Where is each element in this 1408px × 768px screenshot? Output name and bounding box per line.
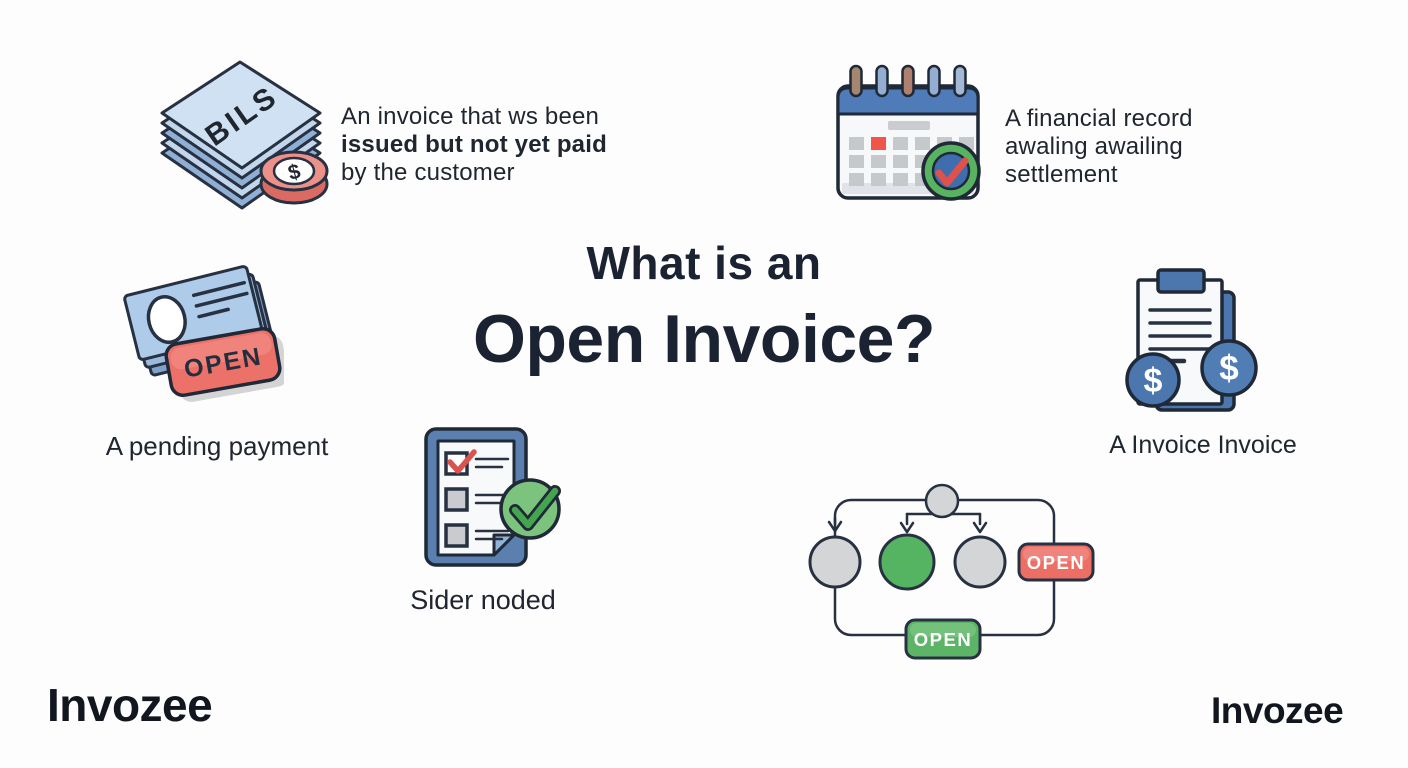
calendar-highlighted-day <box>871 137 886 150</box>
envelope-text-lines <box>191 280 249 319</box>
bills-sheets <box>160 60 322 210</box>
open-invoice-flow-diagram: OPEN OPEN <box>808 483 1095 660</box>
bills-stack-icon: BILS $ <box>160 60 329 210</box>
flow-node-left <box>808 535 862 589</box>
green-check-badge <box>499 478 561 540</box>
open-tag: OPEN <box>164 326 284 402</box>
check-mark <box>935 157 969 187</box>
dollar-coin-icon: $ <box>259 150 329 205</box>
arrowhead-left <box>827 520 843 533</box>
calendar-caption-line3: settlement <box>1005 161 1118 188</box>
calendar-caption: A financial record awaling awailing sett… <box>1005 105 1193 189</box>
invoice-coins-icon: $ $ <box>1125 268 1258 412</box>
flow-node-right <box>953 535 1007 589</box>
calendar-caption-line1: A financial record <box>1005 105 1193 132</box>
calendar-rings <box>849 64 967 98</box>
arrowhead-middle <box>899 521 915 534</box>
checklist-label: Sider noded <box>410 585 556 615</box>
calendar-month-bar <box>888 121 930 130</box>
page-title: What is an Open Invoice? <box>402 236 1006 378</box>
bills-caption: An invoice that ws been issued but not y… <box>341 103 607 187</box>
checklist-rows <box>444 449 510 548</box>
arrowhead-right <box>972 521 988 534</box>
calendar-check-icon <box>836 64 981 201</box>
flow-node-green <box>878 533 936 591</box>
envelope-oval <box>146 295 187 345</box>
page-title-line2: Open Invoice? <box>472 301 936 377</box>
brand-logo-left: Invozee <box>47 679 213 731</box>
pending-payment-label: A pending payment <box>105 431 329 461</box>
open-envelope-icon: OPEN <box>123 265 284 402</box>
dollar-coin-left: $ <box>1125 352 1181 408</box>
calendar-check-badge <box>921 141 981 201</box>
invoice-invoice-label: A Invoice Invoice <box>1109 431 1297 459</box>
clipboard-clip <box>1156 268 1206 294</box>
page-title-line1: What is an <box>586 237 822 289</box>
bills-caption-line3: by the customer <box>341 159 515 186</box>
bills-caption-line2: issued but not yet paid <box>341 131 607 158</box>
flow-badge-bottom-label: OPEN <box>914 629 972 650</box>
calendar-caption-line2: awaling awailing <box>1005 133 1183 160</box>
dollar-coin-right: $ <box>1200 339 1258 397</box>
calendar-header <box>836 86 980 116</box>
bills-caption-line1: An invoice that ws been <box>341 103 600 130</box>
checklist-icon <box>424 427 561 567</box>
red-check-mark <box>447 449 477 474</box>
calendar-base-strip <box>842 183 974 194</box>
flow-top-node <box>924 483 960 519</box>
brand-logo-right: Invozee <box>1211 690 1344 731</box>
flow-arrows <box>827 512 988 534</box>
dollar-symbol-left: $ <box>1144 362 1163 400</box>
green-check-mark <box>511 487 559 529</box>
flow-badge-right: OPEN <box>1017 542 1095 582</box>
dollar-symbol-right: $ <box>1219 349 1238 388</box>
flow-badge-bottom: OPEN <box>904 618 982 660</box>
flow-badge-right-label: OPEN <box>1027 552 1085 573</box>
